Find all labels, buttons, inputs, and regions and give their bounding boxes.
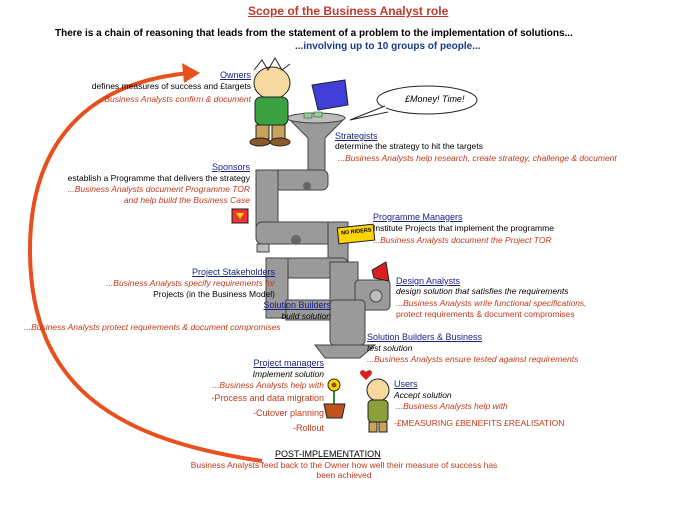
role-project-stakeholders: Project Stakeholders — [191, 267, 275, 277]
page-title: Scope of the Business Analyst role — [248, 4, 449, 18]
money-bucket — [311, 79, 349, 111]
role-solution-builders: Solution Builders — [263, 300, 331, 310]
project-managers-item-2: -Cutover planning — [252, 408, 324, 418]
user-figure — [366, 378, 390, 433]
users-items: -£MEASURING £BENEFITS £REALISATION — [394, 418, 565, 428]
strategists-ba: ...Business Analysts help research, crea… — [338, 153, 617, 163]
solution-builders-desc: build solution — [281, 311, 331, 321]
project-managers-item-3: -Rollout — [292, 423, 324, 433]
intro-line-1: There is a chain of reasoning that leads… — [55, 28, 573, 39]
design-analysts-ba-2: protect requirements & document compromi… — [396, 309, 575, 319]
project-managers-ba: ...Business Analysts help with — [212, 380, 324, 390]
owners-desc: defines measures of success and £targets — [91, 81, 251, 91]
role-project-managers: Project managers — [253, 358, 324, 368]
role-design-analysts: Design Analysts — [396, 276, 461, 286]
solution-builders-ba: ...Business Analysts protect requirement… — [24, 322, 281, 332]
project-stakeholders-ba-1: ...Business Analysts specify requirement… — [106, 278, 275, 288]
project-managers-item-1: -Process and data migration — [211, 393, 324, 403]
no-riders-sign — [336, 223, 376, 245]
horn-icon — [371, 261, 390, 282]
role-solution-builders-business: Solution Builders & Business — [367, 332, 483, 342]
design-analysts-ba-1: ...Business Analysts write functional sp… — [396, 298, 587, 308]
flower-pot-icon — [323, 378, 346, 419]
solution-builders-business-desc: test solution — [367, 343, 413, 353]
role-programme-managers: Programme Managers — [373, 212, 463, 222]
role-sponsors: Sponsors — [211, 162, 250, 172]
intro-line-2: ...involving up to 10 groups of people..… — [295, 41, 481, 52]
sponsors-desc: establish a Programme that delivers the … — [67, 173, 250, 183]
project-stakeholders-ba-2: Projects (in the Business Model) — [153, 289, 275, 299]
strategists-desc: determine the strategy to hit the target… — [335, 141, 483, 151]
programme-managers-desc: Institute Projects that implement the pr… — [373, 223, 554, 233]
solution-builders-business-ba: ...Business Analysts ensure tested again… — [367, 354, 579, 364]
speech-bubble — [376, 85, 478, 115]
programme-managers-ba: ...Business Analysts document the Projec… — [373, 235, 552, 245]
project-managers-desc: Implement solution — [252, 369, 324, 379]
pipe-chain — [255, 169, 391, 359]
heart-icon — [360, 370, 372, 380]
owner-figure — [249, 57, 291, 147]
valve-icon — [256, 243, 270, 253]
owners-ba: ...Business Analysts confirm & document — [97, 94, 251, 104]
users-ba: ...Business Analysts help with — [396, 401, 508, 411]
role-strategists: Strategists — [335, 131, 378, 141]
feedback-arrow — [27, 71, 263, 463]
sponsors-ba-2: and help build the Business Case — [123, 195, 250, 205]
post-implementation-desc: Business Analysts feed back to the Owner… — [190, 460, 498, 480]
sponsors-ba-1: ...Business Analysts document Programme … — [67, 184, 250, 194]
role-users: Users — [394, 379, 418, 389]
post-implementation-title: POST-IMPLEMENTATION — [275, 449, 381, 459]
speech-bubble-text: £Money! Time! — [405, 94, 465, 104]
feedback-arrowhead — [182, 63, 200, 83]
design-analysts-desc: design solution that satisfies the requi… — [396, 286, 569, 296]
role-owners: Owners — [219, 70, 251, 80]
users-desc: Accept solution — [394, 390, 452, 400]
